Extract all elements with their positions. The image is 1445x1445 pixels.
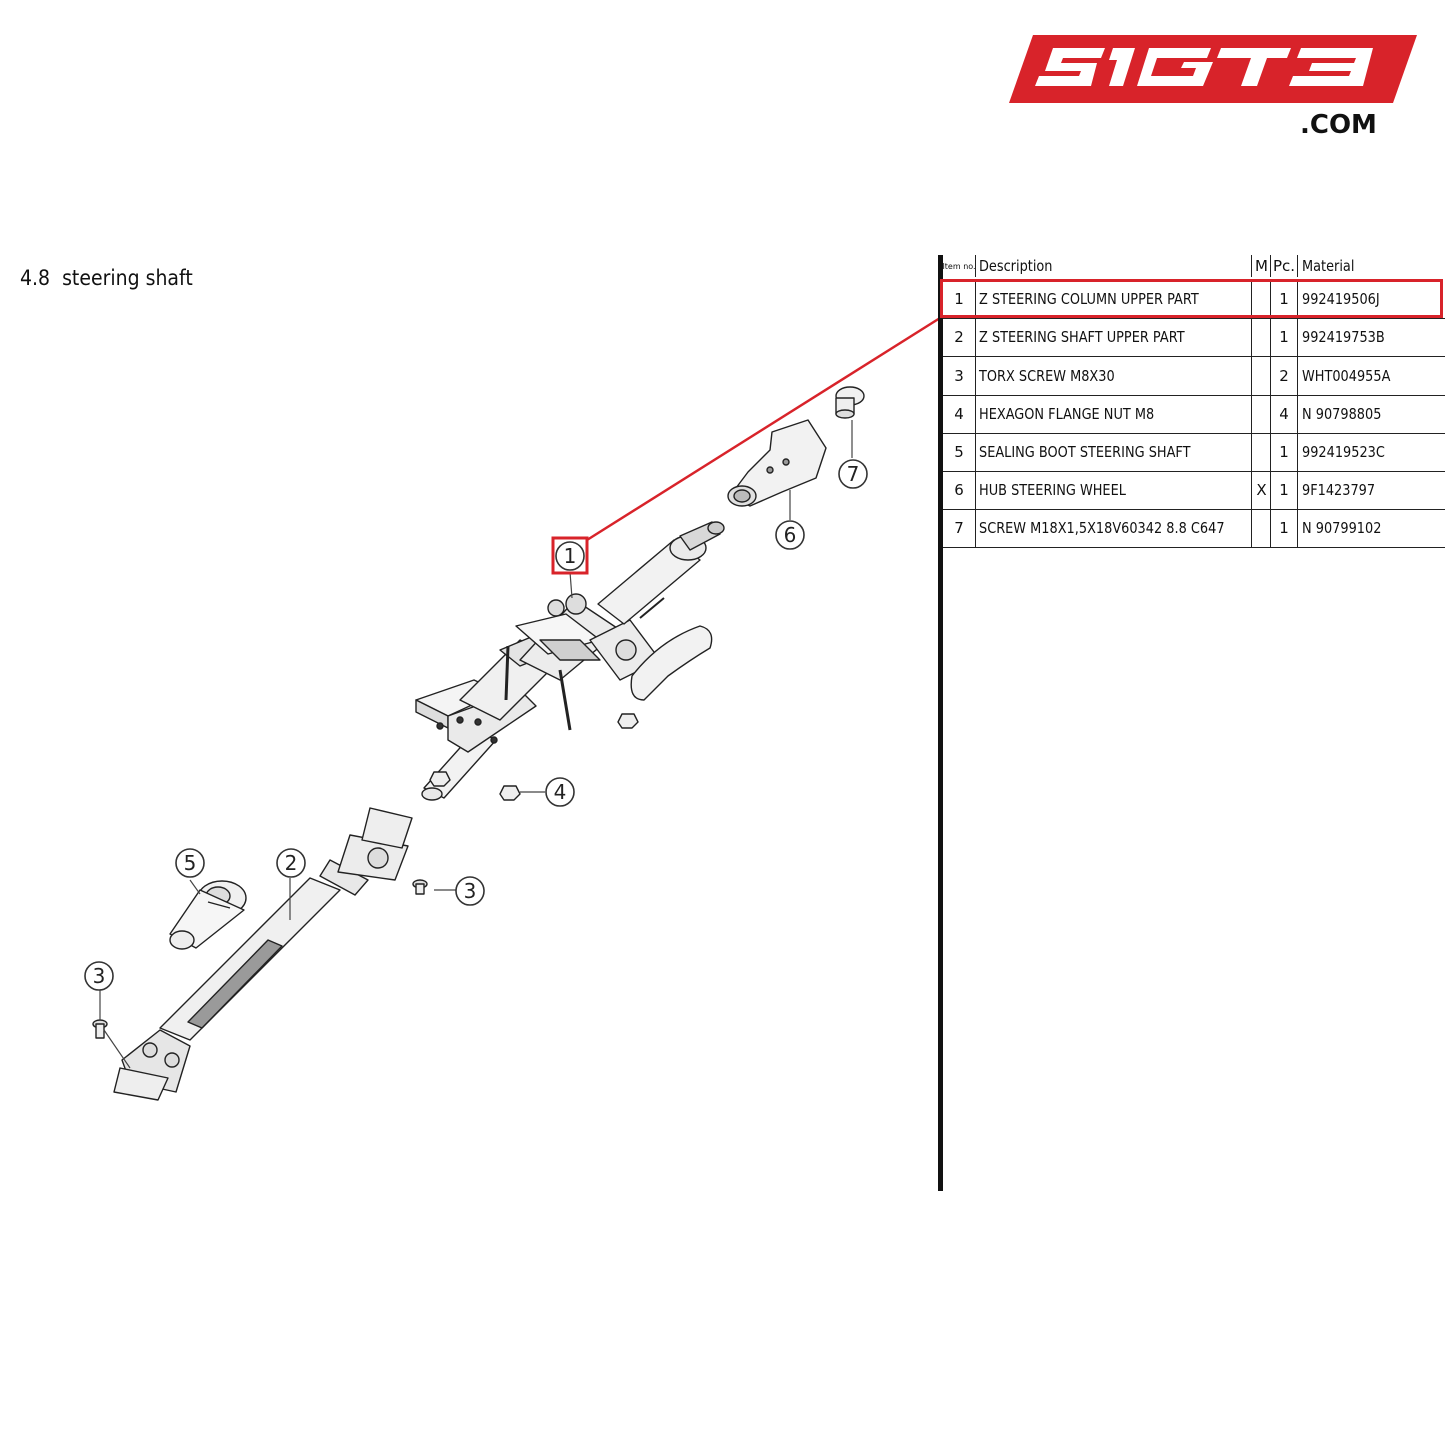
row-material: 992419523C (1302, 443, 1385, 461)
row-item-no: 4 (943, 395, 976, 433)
row-pc: 2 (1271, 357, 1298, 395)
header-material: Material (1302, 257, 1355, 275)
row-description: HUB STEERING WHEEL (976, 471, 1252, 509)
row-m (1253, 357, 1271, 395)
section-number: 4.8 (20, 266, 51, 290)
callout-label-7: 7 (847, 462, 860, 486)
table-row[interactable]: 4 HEXAGON FLANGE NUT M8 4 N 90798805 (943, 395, 1445, 434)
row-pc: 1 (1271, 318, 1298, 356)
callout-label-4: 4 (554, 780, 567, 804)
callout-2[interactable] (276, 848, 306, 878)
table-header: Item no. Description M Pc. Material (942, 255, 1445, 277)
row-pc: 1 (1271, 433, 1298, 471)
table-row[interactable]: 2 Z STEERING SHAFT UPPER PART 1 99241975… (943, 318, 1445, 357)
row-material: WHT004955A (1302, 367, 1391, 385)
row-material: 992419506J (1302, 290, 1380, 308)
callout-label-6: 6 (784, 523, 797, 547)
row-m (1253, 318, 1271, 356)
row-material: N 90798805 (1302, 405, 1382, 423)
callout-1-highlight (551, 536, 589, 575)
table-row[interactable]: 5 SEALING BOOT STEERING SHAFT 1 99241952… (943, 433, 1445, 472)
callout-4[interactable] (545, 777, 575, 807)
table-row[interactable]: 3 TORX SCREW M8X30 2 WHT004955A (943, 357, 1445, 396)
callout-7[interactable] (838, 459, 868, 489)
table-row[interactable]: 7 SCREW M18X1,5X18V60342 8.8 C647 1 N 90… (943, 509, 1445, 548)
hexagon-flange-nut[interactable] (429, 713, 639, 801)
row-description: SEALING BOOT STEERING SHAFT (976, 433, 1252, 471)
row-m (1253, 395, 1271, 433)
callout-5[interactable] (175, 848, 205, 878)
row-description: Z STEERING SHAFT UPPER PART (976, 318, 1252, 356)
row-item-no: 7 (943, 509, 976, 547)
row-item-no: 2 (943, 318, 976, 356)
header-description: Description (976, 255, 1252, 277)
row-m (1253, 509, 1271, 547)
row-description: SCREW M18X1,5X18V60342 8.8 C647 (976, 509, 1252, 547)
steering-column-upper-part[interactable] (415, 521, 725, 801)
row-description: Z STEERING COLUMN UPPER PART (976, 280, 1252, 318)
callout-label-3a: 3 (464, 879, 477, 903)
table-row[interactable]: 1 Z STEERING COLUMN UPPER PART 1 9924195… (943, 280, 1445, 319)
table-row[interactable]: 6 HUB STEERING WHEEL X 1 9F1423797 (943, 471, 1445, 510)
table-left-rule (938, 255, 943, 1191)
row-pc: 1 (1271, 509, 1298, 547)
header-item-no: Item no. (942, 255, 976, 277)
row-pc: 4 (1271, 395, 1298, 433)
callout-label-5: 5 (184, 851, 197, 875)
row-material: 992419753B (1302, 328, 1385, 346)
logo-domain: .COM (1300, 110, 1377, 140)
callout-3b[interactable] (84, 961, 114, 991)
row-material: 9F1423797 (1302, 481, 1376, 499)
brand-logo[interactable] (1005, 30, 1420, 140)
row-item-no: 6 (943, 471, 976, 509)
row-item-no: 5 (943, 433, 976, 471)
row-pc: 1 (1271, 280, 1298, 318)
screw-m18[interactable] (835, 386, 865, 419)
highlight-connector-line (586, 316, 941, 542)
section-title: 4.8 steering shaft (20, 266, 193, 290)
section-name: steering shaft (62, 266, 193, 290)
row-description: TORX SCREW M8X30 (976, 357, 1252, 395)
row-m: X (1253, 471, 1271, 509)
row-m (1253, 280, 1271, 318)
row-pc: 1 (1271, 471, 1298, 509)
row-material: N 90799102 (1302, 519, 1382, 537)
steering-shaft-upper-part[interactable] (113, 807, 413, 1101)
hub-steering-wheel[interactable] (727, 419, 827, 507)
callout-label-1: 1 (564, 544, 577, 568)
row-item-no: 1 (943, 280, 976, 318)
callout-label-3b: 3 (93, 964, 106, 988)
header-pc: Pc. (1271, 255, 1298, 277)
sealing-boot-steering-shaft[interactable] (169, 880, 247, 950)
callout-3a[interactable] (455, 876, 485, 906)
callout-1[interactable] (555, 541, 585, 571)
row-m (1253, 433, 1271, 471)
row-item-no: 3 (943, 357, 976, 395)
row-description: HEXAGON FLANGE NUT M8 (976, 395, 1252, 433)
header-m: M (1253, 255, 1271, 277)
callout-6[interactable] (775, 520, 805, 550)
callout-label-2: 2 (285, 851, 298, 875)
